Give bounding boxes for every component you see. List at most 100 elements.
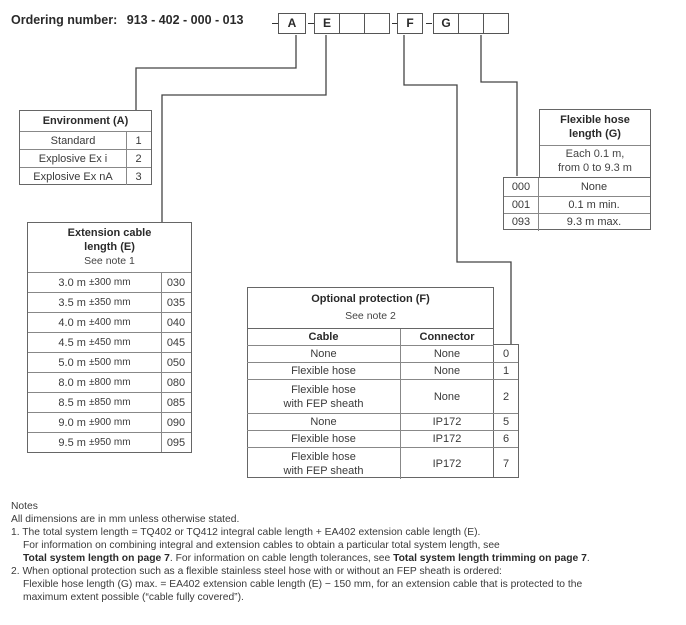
column-divider (161, 333, 162, 352)
protection-cable: Flexible hose (291, 365, 356, 377)
extension-length-value: 5.0 m (58, 356, 86, 369)
column-divider (400, 414, 401, 430)
protection-code: 2 (494, 379, 518, 413)
hose-title-line2: length (G) (569, 128, 621, 140)
column-divider (400, 448, 401, 479)
extension-length-value: 8.5 m (58, 396, 86, 409)
protection-table: Optional protection (F) (247, 287, 494, 478)
extension-tolerance: ±350 mm (88, 296, 131, 308)
environment-name: Explosive Ex nA (33, 170, 113, 183)
hose-description: Each 0.1 m, from 0 to 9.3 m (540, 145, 650, 178)
extension-length-value: 9.5 m (58, 436, 86, 449)
note-1-text: . For information on cable length tolera… (169, 553, 394, 564)
column-divider (400, 363, 401, 379)
protection-connector: None (433, 390, 461, 403)
column-divider (161, 433, 162, 452)
hose-description-line1: Each 0.1 m, (565, 148, 625, 160)
extension-length: 4.5 m±450 mm (28, 333, 161, 352)
protection-connector: None (433, 348, 461, 360)
extension-code: 030 (166, 276, 186, 289)
note-1-link: Total system length trimming on page 7 (393, 553, 587, 564)
extension-tolerance: ±850 mm (88, 396, 131, 408)
protection-header-row: Cable Connector (247, 328, 494, 345)
order-cell-g1: G (433, 13, 459, 34)
extension-code: 045 (166, 336, 186, 349)
note-1-link: Total system length on page 7 (23, 553, 170, 564)
note-2-line: Flexible hose length (G) max. = EA402 ex… (23, 579, 583, 590)
order-cell-e3 (364, 13, 390, 34)
hose-description-line2: from 0 to 9.3 m (558, 162, 632, 174)
note-2-line: maximum extent possible (“cable fully co… (23, 592, 244, 603)
extension-code: 035 (166, 296, 186, 309)
notes-heading: Notes (11, 501, 38, 512)
notes: Notes All dimensions are in mm unless ot… (11, 500, 681, 604)
extension-title-line2: length (E) (84, 241, 135, 253)
note-1-line: 1. The total system length = TQ402 or TQ… (11, 527, 481, 538)
extension-code: 085 (166, 396, 186, 409)
protection-note: See note 2 (345, 310, 396, 322)
extension-code: 050 (166, 356, 186, 369)
environment-row: Explosive Ex nA 3 (20, 167, 151, 185)
protection-connector: IP172 (432, 433, 462, 445)
order-cell-e1: E (314, 13, 340, 34)
protection-code: 0 (502, 347, 510, 360)
extension-length: 3.0 m±300 mm (28, 273, 161, 292)
extension-length-value: 4.5 m (58, 336, 86, 349)
extension-tolerance: ±900 mm (88, 416, 131, 428)
column-divider (161, 273, 162, 292)
environment-title: Environment (A) (42, 115, 129, 127)
column-header-connector: Connector (419, 331, 475, 343)
protection-code: 7 (494, 447, 518, 479)
note-1-line: Total system length on page 7. For infor… (11, 552, 681, 565)
hose-code: 093 (511, 216, 531, 229)
protection-cable: Flexible hose (291, 433, 356, 445)
protection-code: 5 (494, 413, 518, 430)
extension-code: 080 (166, 376, 186, 389)
extension-code: 095 (166, 436, 186, 449)
extension-tolerance: ±400 mm (88, 316, 131, 328)
extension-tolerance: ±300 mm (88, 276, 131, 288)
connector-line-a (135, 35, 297, 125)
environment-code: 3 (135, 170, 142, 183)
column-divider (161, 393, 162, 412)
extension-code: 040 (166, 316, 186, 329)
column-divider (538, 178, 539, 196)
extension-row: 3.5 m±350 mm 035 (28, 292, 191, 312)
extension-length-value: 9.0 m (58, 416, 86, 429)
protection-row: None None (247, 345, 494, 362)
separator-dash (308, 23, 314, 25)
protection-cable: None (310, 416, 337, 428)
extension-row: 4.5 m±450 mm 045 (28, 332, 191, 352)
protection-cable: None (310, 348, 337, 360)
note-1-line: For information on combining integral an… (23, 540, 500, 551)
extension-length: 8.0 m±800 mm (28, 373, 161, 392)
hose-title-line1: Flexible hose (560, 114, 630, 126)
ordering-number-base: 913 - 402 - 000 - 013 (126, 13, 244, 27)
environment-name: Explosive Ex i (38, 152, 108, 165)
extension-tolerance: ±450 mm (88, 336, 131, 348)
connector-line-e (161, 35, 327, 272)
extension-length-value: 8.0 m (58, 376, 86, 389)
separator-dash (272, 23, 278, 25)
extension-length-value: 3.0 m (58, 276, 86, 289)
hose-value: 0.1 m min. (568, 198, 620, 211)
protection-cable: Flexible hose with FEP sheath (283, 383, 364, 410)
extension-length: 3.5 m±350 mm (28, 293, 161, 312)
extension-row: 9.0 m±900 mm 090 (28, 412, 191, 432)
extension-code: 090 (166, 416, 186, 429)
environment-code: 2 (135, 152, 142, 165)
column-divider (538, 214, 539, 231)
extension-note: See note 1 (84, 255, 135, 267)
column-divider (400, 346, 401, 362)
extension-length: 9.0 m±900 mm (28, 413, 161, 432)
ordering-number-label: Ordering number: (11, 13, 118, 27)
note-2-line: 2. When optional protection such as a fl… (11, 566, 502, 577)
column-divider (400, 380, 401, 413)
